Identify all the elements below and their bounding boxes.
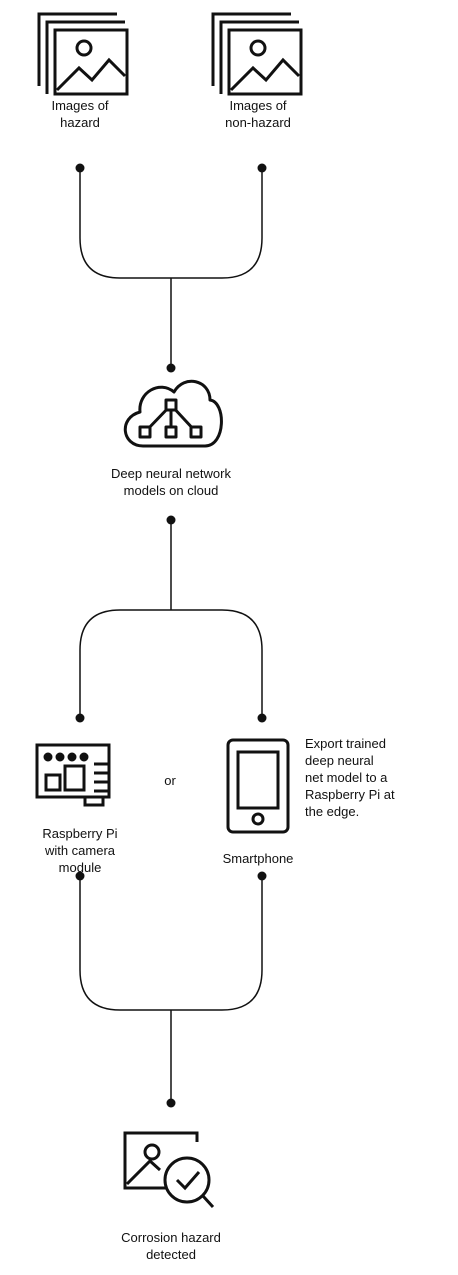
note-line: Raspberry Pi at: [305, 787, 395, 802]
circuit-board-icon: [35, 743, 111, 807]
connector-dot: [166, 363, 176, 373]
label-line: Raspberry Pi: [42, 826, 118, 841]
label-line: non-hazard: [225, 115, 291, 130]
connector-dot: [75, 163, 85, 173]
cloud-models-label: Deep neural network models on cloud: [66, 465, 276, 499]
detection-label: Corrosion hazard detected: [76, 1229, 266, 1263]
connector-dot: [75, 871, 85, 881]
connector-devices-to-detection: [79, 876, 263, 1103]
note-line: the edge.: [305, 804, 360, 819]
connector-inputs-to-cloud: [79, 168, 263, 368]
label-line: Corrosion hazard: [121, 1230, 221, 1245]
image-stack-icon: [37, 12, 129, 96]
label-line: models on cloud: [123, 483, 219, 498]
image-stack-icon: [211, 12, 303, 96]
export-note: Export trained deep neural net model to …: [305, 735, 445, 820]
image-check-icon: [123, 1131, 215, 1209]
label-line: Deep neural network: [111, 466, 231, 481]
connector-dot: [257, 713, 267, 723]
label-line: module: [58, 860, 102, 875]
connector-dot: [75, 713, 85, 723]
nonhazard-images-label: Images of non-hazard: [198, 97, 318, 131]
connector-dot: [257, 871, 267, 881]
label-line: with camera: [44, 843, 116, 858]
label-line: Images of: [229, 98, 287, 113]
label-line: Images of: [51, 98, 109, 113]
or-text: or: [164, 773, 176, 788]
note-line: deep neural: [305, 753, 374, 768]
connector-dot: [257, 163, 267, 173]
connector-cloud-to-devices: [79, 520, 263, 718]
note-line: Export trained: [305, 736, 386, 751]
cloud-network-icon: [123, 379, 223, 448]
hazard-images-label: Images of hazard: [20, 97, 140, 131]
label-line: detected: [146, 1247, 196, 1262]
connector-dot: [166, 1098, 176, 1108]
smartphone-label: Smartphone: [222, 851, 294, 866]
label-line: hazard: [60, 115, 100, 130]
connector-dot: [166, 515, 176, 525]
raspberry-pi-label: Raspberry Pi with camera module: [10, 825, 150, 876]
smartphone-icon: [226, 738, 290, 834]
note-line: net model to a: [305, 770, 388, 785]
